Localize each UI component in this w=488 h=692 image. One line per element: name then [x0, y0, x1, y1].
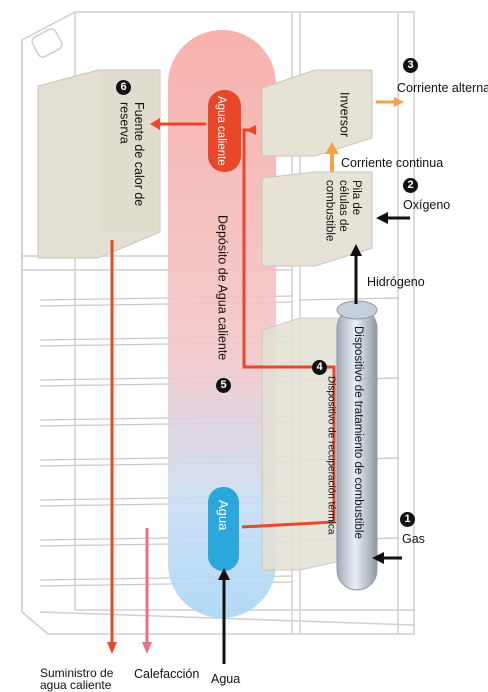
- gas-label: Gas: [402, 532, 425, 546]
- marker-3: 3: [403, 58, 418, 73]
- hot-water-flow-path: [241, 128, 336, 529]
- vent-icon: [31, 28, 63, 58]
- suministro-label: Suministro de agua caliente: [40, 666, 114, 692]
- marker-5: 5: [216, 378, 231, 393]
- marker-6: 6: [116, 80, 131, 95]
- cold-water-capsule: [208, 487, 239, 571]
- agua-inlet-label: Agua: [211, 672, 241, 686]
- agua-label: Agua: [215, 500, 231, 531]
- marker-4: 4: [312, 360, 327, 375]
- fuel-cell-panel: [261, 171, 373, 267]
- oxigeno-label: Oxígeno: [403, 198, 451, 212]
- tratamiento-label: Dispositivo de tratamiento de combustibl…: [352, 326, 365, 539]
- recuperacion-label: Dispositivo de recuperación térmica: [325, 376, 337, 535]
- deposito-label: Depósito de Agua caliente: [215, 215, 230, 361]
- fuel-processor-cylinder: [336, 300, 378, 591]
- hot-water-capsule: [208, 90, 241, 172]
- fuente-label: Fuente de calor de reserva: [117, 102, 146, 207]
- agua-caliente-label: Agua caliente: [215, 96, 228, 166]
- corriente-alterna-label: Corriente alterna: [397, 81, 488, 95]
- inversor-label: Inversor: [337, 92, 352, 138]
- marker-1: 1: [400, 512, 415, 527]
- hidrogeno-label: Hidrógeno: [367, 275, 425, 289]
- marker-2: 2: [403, 178, 418, 193]
- hot-water-tank: [168, 30, 276, 618]
- pila-label: Pila de células de combustible: [323, 180, 362, 242]
- inverter-panel: [261, 69, 373, 157]
- calefaccion-label: Calefacción: [134, 667, 200, 681]
- corriente-continua-label: Corriente continua: [341, 156, 444, 170]
